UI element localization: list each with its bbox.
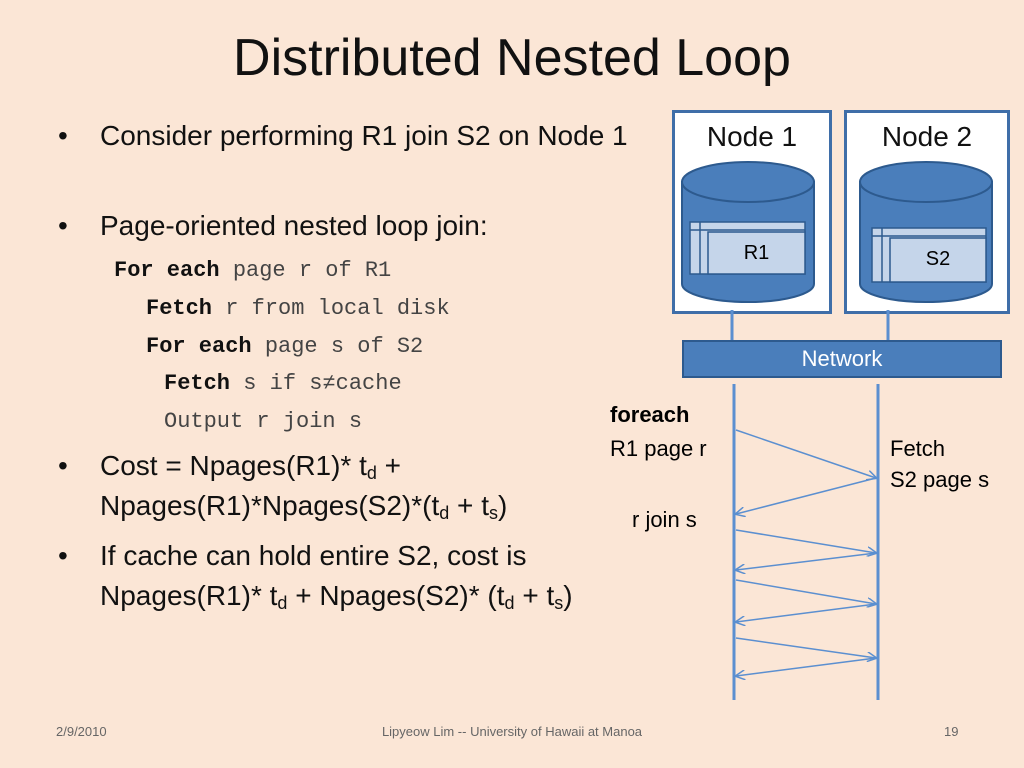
slide-title: Distributed Nested Loop [233, 29, 791, 87]
formula-text: Cost = Npages(R1)* t [100, 450, 367, 481]
bullet-dot: • [58, 120, 68, 151]
footer-author: Lipyeow Lim -- University of Hawaii at M… [381, 724, 643, 739]
s2-page-label: S2 page s [890, 467, 990, 492]
formula-subscript: d [277, 593, 288, 613]
footer-page-number: 19 [944, 724, 959, 739]
bullet-item: • Cost = Npages(R1)* td + Npages(R1)*Npa… [54, 446, 660, 526]
formula-text: + t [449, 490, 489, 521]
formula-subscript: s [554, 593, 564, 613]
formula-text: + Npages(S2)* (t [287, 580, 505, 611]
bullet-item: • Consider performing R1 join S2 on Node… [54, 116, 640, 156]
code-text: Output r join s [164, 409, 363, 434]
code-text: s if s≠cache [230, 371, 402, 396]
r1-label: R1 [743, 242, 770, 264]
code-keyword: Fetch [164, 371, 231, 396]
code-line-3: For each page s of S2 [146, 334, 423, 359]
formula-subscript: d [439, 503, 450, 523]
code-keyword: For each [146, 334, 252, 359]
bullet-text: Page-oriented nested loop join: [100, 210, 488, 241]
code-line-4: Fetch s if s≠cache [164, 371, 402, 396]
network-bar: Network [682, 340, 1002, 378]
formula-subscript: s [488, 503, 498, 523]
bullet-item: • Page-oriented nested loop join: [54, 206, 640, 246]
node-2-label: Node 2 [881, 121, 973, 152]
formula-text: ) [497, 490, 508, 521]
formula-text: + Npages(R1)*Npages(S2)*(t [100, 450, 440, 521]
node-1-box: Node 1 [672, 110, 832, 314]
formula-subscript: d [504, 593, 515, 613]
node-1-label: Node 1 [706, 121, 798, 152]
code-line-5: Output r join s [164, 409, 362, 434]
node-2-box: Node 2 [844, 110, 1010, 314]
footer-date: 2/9/2010 [56, 724, 107, 739]
foreach-label: foreach [610, 402, 690, 427]
fetch-label: Fetch [890, 436, 946, 461]
bullet-dot: • [58, 210, 68, 241]
bullet-dot: • [58, 540, 68, 571]
code-text: page s of S2 [251, 334, 424, 359]
code-keyword: For each [114, 258, 220, 283]
code-text: page r of R1 [219, 258, 392, 283]
cache-cost-formula: If cache can hold entire S2, cost is Npa… [100, 540, 573, 613]
s2-label: S2 [925, 248, 951, 270]
bullet-dot: • [58, 450, 68, 481]
r1-page-label: R1 page r [610, 436, 707, 461]
message-arrows [736, 429, 876, 676]
join-label: r join s [632, 507, 697, 532]
formula-text: If cache can hold entire S2, cost is Npa… [100, 540, 527, 611]
formula-subscript: d [366, 463, 377, 483]
formula-text: ) [563, 580, 573, 611]
code-text: r from local disk [212, 296, 450, 321]
formula-text: + t [514, 580, 555, 611]
code-keyword: Fetch [146, 296, 213, 321]
bullet-item: • If cache can hold entire S2, cost is N… [54, 536, 660, 616]
code-line-1: For each page r of R1 [114, 258, 391, 283]
cost-formula: Cost = Npages(R1)* td + Npages(R1)*Npage… [100, 450, 508, 523]
bullet-text: Consider performing R1 join S2 on Node 1 [100, 120, 628, 151]
code-line-2: Fetch r from local disk [146, 296, 450, 321]
